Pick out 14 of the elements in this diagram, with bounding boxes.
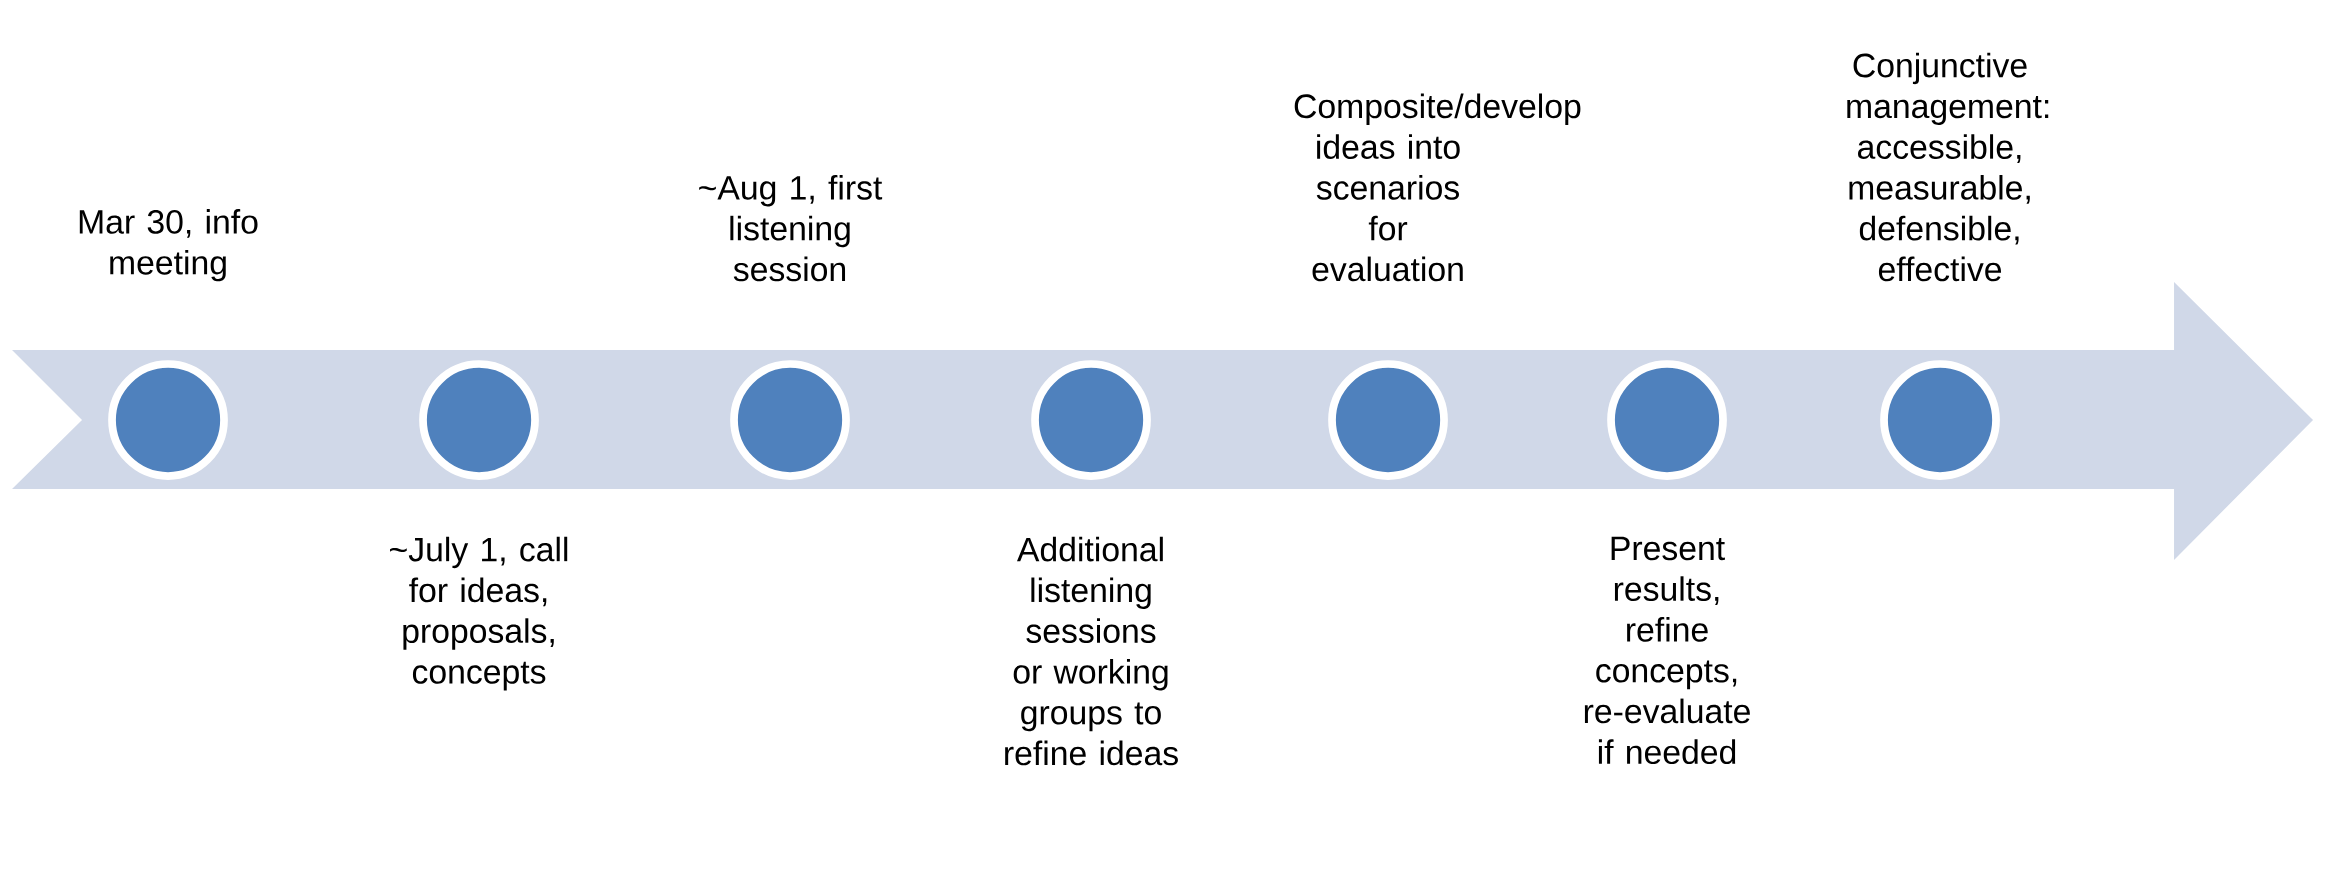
milestone-label: Present results, refine concepts, re-evaluate if needed: [1584, 536, 1750, 765]
timeline-circle: [730, 360, 850, 480]
milestone-label: Additional listening sessions or working groups to refine ideas: [1005, 536, 1178, 766]
timeline-circle: [1328, 360, 1448, 480]
timeline-circle: [1607, 360, 1727, 480]
milestone-label: Conjunctive management: accessible, measurable, defensible, effective: [1847, 52, 2049, 282]
timeline-circle: [1880, 360, 2000, 480]
timeline-circle: [108, 360, 228, 480]
timeline-circle: [1031, 360, 1151, 480]
timeline-circle: [419, 360, 539, 480]
milestone-label: ~July 1, call for ideas, proposals, concepts: [390, 536, 568, 691]
milestone-label: ~Aug 1, first listening session: [699, 175, 883, 282]
milestone-label: Composite/develop ideas into scenarios for evaluation: [1294, 93, 1581, 282]
milestone-label: Mar 30, info meeting: [79, 209, 258, 282]
